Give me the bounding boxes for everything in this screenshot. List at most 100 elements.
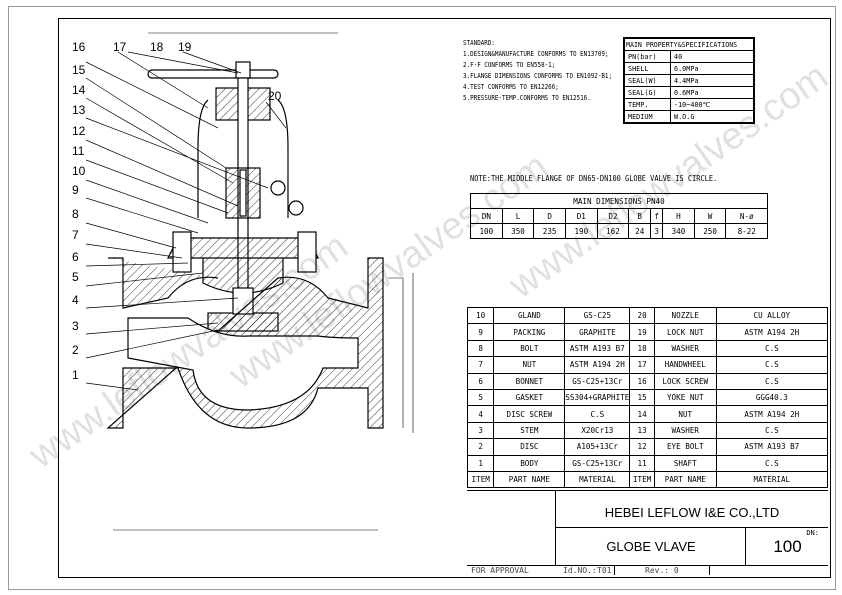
parts-cell: 2 bbox=[466, 438, 495, 456]
parts-cell: C.S bbox=[715, 339, 829, 358]
callout-5: 5 bbox=[72, 270, 79, 284]
parts-cell: YOKE NUT bbox=[653, 388, 717, 407]
parts-cell: GS-C25+13Cr bbox=[564, 372, 631, 390]
parts-cell: PACKING bbox=[493, 323, 566, 341]
parts-cell: GRAPHITE bbox=[564, 323, 631, 341]
callout-12: 12 bbox=[72, 124, 86, 138]
parts-cell: BONNET bbox=[493, 372, 566, 390]
parts-cell: ASTM A194 2H bbox=[564, 356, 631, 374]
parts-cell: 1 bbox=[466, 454, 495, 472]
callout-9: 9 bbox=[72, 183, 79, 197]
property-label: SEAL(G) bbox=[623, 86, 671, 99]
property-table: MAIN PROPERTY&SPECIFICATIONS PN(bar)40 S… bbox=[623, 37, 755, 124]
callout-19: 19 bbox=[178, 40, 192, 54]
callout-7: 7 bbox=[72, 228, 79, 242]
standard-line: 3.FLANGE DIMENSIONS CONFORMS TO EN1092-B… bbox=[463, 71, 613, 80]
property-label: SEAL(W) bbox=[623, 74, 671, 87]
parts-cell: 11 bbox=[629, 454, 655, 472]
parts-cell: 10 bbox=[466, 306, 495, 325]
parts-cell: GGG40.3 bbox=[715, 388, 829, 407]
parts-cell: NOZZLE bbox=[653, 306, 717, 325]
parts-cell: BODY bbox=[493, 454, 566, 472]
dimension-header: W bbox=[693, 208, 727, 224]
property-value: -10~400℃ bbox=[670, 98, 755, 111]
dimension-value: 100 bbox=[470, 223, 503, 239]
standard-line: 2.F-F CONFORMS TO EN558-1; bbox=[463, 60, 556, 69]
dimension-header: DN bbox=[470, 208, 503, 224]
id-label: Id.NO.: bbox=[563, 566, 597, 575]
parts-cell: 9 bbox=[466, 323, 495, 341]
callout-14: 14 bbox=[72, 83, 86, 97]
parts-cell: SS304+GRAPHITE bbox=[564, 388, 631, 407]
property-label: PN(bar) bbox=[623, 50, 671, 63]
dimension-value: 350 bbox=[501, 223, 535, 239]
dimension-value: 162 bbox=[596, 223, 630, 239]
parts-cell: 3 bbox=[466, 421, 495, 440]
parts-cell: LOCK NUT bbox=[653, 323, 717, 341]
callout-15: 15 bbox=[72, 63, 86, 77]
standard-line: 5.PRESSURE-TEMP.CONFORMS TO EN12516. bbox=[463, 93, 591, 102]
parts-cell: EYE BOLT bbox=[653, 438, 717, 456]
property-value: 0.6MPa bbox=[670, 86, 755, 99]
callout-11: 11 bbox=[72, 144, 85, 158]
property-value: 6.0MPa bbox=[670, 62, 755, 75]
parts-cell: A105+13Cr bbox=[564, 438, 631, 456]
dimensions-title: MAIN DIMENSIONS PN40 bbox=[470, 193, 768, 209]
parts-cell: CU ALLOY bbox=[715, 306, 829, 325]
dimension-value: 190 bbox=[564, 223, 598, 239]
company-name: HEBEI LEFLOW I&E CO.,LTD bbox=[555, 490, 828, 528]
product-name: GLOBE VLAVE bbox=[555, 528, 746, 565]
dimension-header: f bbox=[650, 208, 664, 224]
parts-cell: ASTM A194 2H bbox=[715, 405, 829, 423]
parts-cell: C.S bbox=[715, 372, 829, 390]
flange-note: NOTE:THE MIDDLE FLANGE OF DN65-DN100 GLO… bbox=[470, 173, 718, 183]
parts-cell: BOLT bbox=[493, 339, 566, 358]
parts-cell: GS-C25+13Cr bbox=[564, 454, 631, 472]
dimension-header: H bbox=[662, 208, 695, 224]
callout-3: 3 bbox=[72, 319, 79, 333]
parts-cell: 13 bbox=[629, 421, 655, 440]
standards-notes: STANDARD: 1.DESIGN&MANUFACTURE CONFORMS … bbox=[463, 37, 612, 103]
parts-cell: SHAFT bbox=[653, 454, 717, 472]
parts-cell: ASTM A193 B7 bbox=[715, 438, 829, 456]
parts-cell: ASTM A194 2H bbox=[715, 323, 829, 341]
callout-1: 1 bbox=[72, 368, 79, 382]
title-block bbox=[467, 490, 828, 577]
dimension-value: 250 bbox=[693, 223, 727, 239]
parts-cell: WASHER bbox=[653, 421, 717, 440]
dimension-value: 235 bbox=[533, 223, 566, 239]
callout-6: 6 bbox=[72, 250, 79, 264]
parts-cell: NUT bbox=[493, 356, 566, 374]
dn-value: 100 bbox=[773, 537, 802, 556]
dimension-header: N-ø bbox=[725, 208, 768, 224]
dimension-header: B bbox=[628, 208, 652, 224]
property-label: MEDIUM bbox=[623, 110, 671, 124]
parts-cell: 6 bbox=[466, 372, 495, 390]
parts-cell: X20Cr13 bbox=[564, 421, 631, 440]
dimension-value: 3 bbox=[650, 223, 664, 239]
parts-cell: C.S bbox=[715, 356, 829, 374]
parts-cell: ITEM bbox=[466, 470, 495, 489]
dimension-header: D2 bbox=[596, 208, 630, 224]
standards-heading: STANDARD: bbox=[463, 38, 495, 47]
parts-cell: 20 bbox=[629, 306, 655, 325]
parts-cell: C.S bbox=[715, 421, 829, 440]
title-footer: FOR APPROVAL Id.NO.: T01 Rev.: 0 bbox=[467, 565, 828, 577]
parts-cell: STEM bbox=[493, 421, 566, 440]
parts-cell: HANDWHEEL bbox=[653, 356, 717, 374]
parts-cell: 14 bbox=[629, 405, 655, 423]
parts-cell: WASHER bbox=[653, 339, 717, 358]
callout-10: 10 bbox=[72, 164, 86, 178]
callout-2: 2 bbox=[72, 343, 79, 357]
dn-box: DN: 100 bbox=[745, 528, 829, 565]
